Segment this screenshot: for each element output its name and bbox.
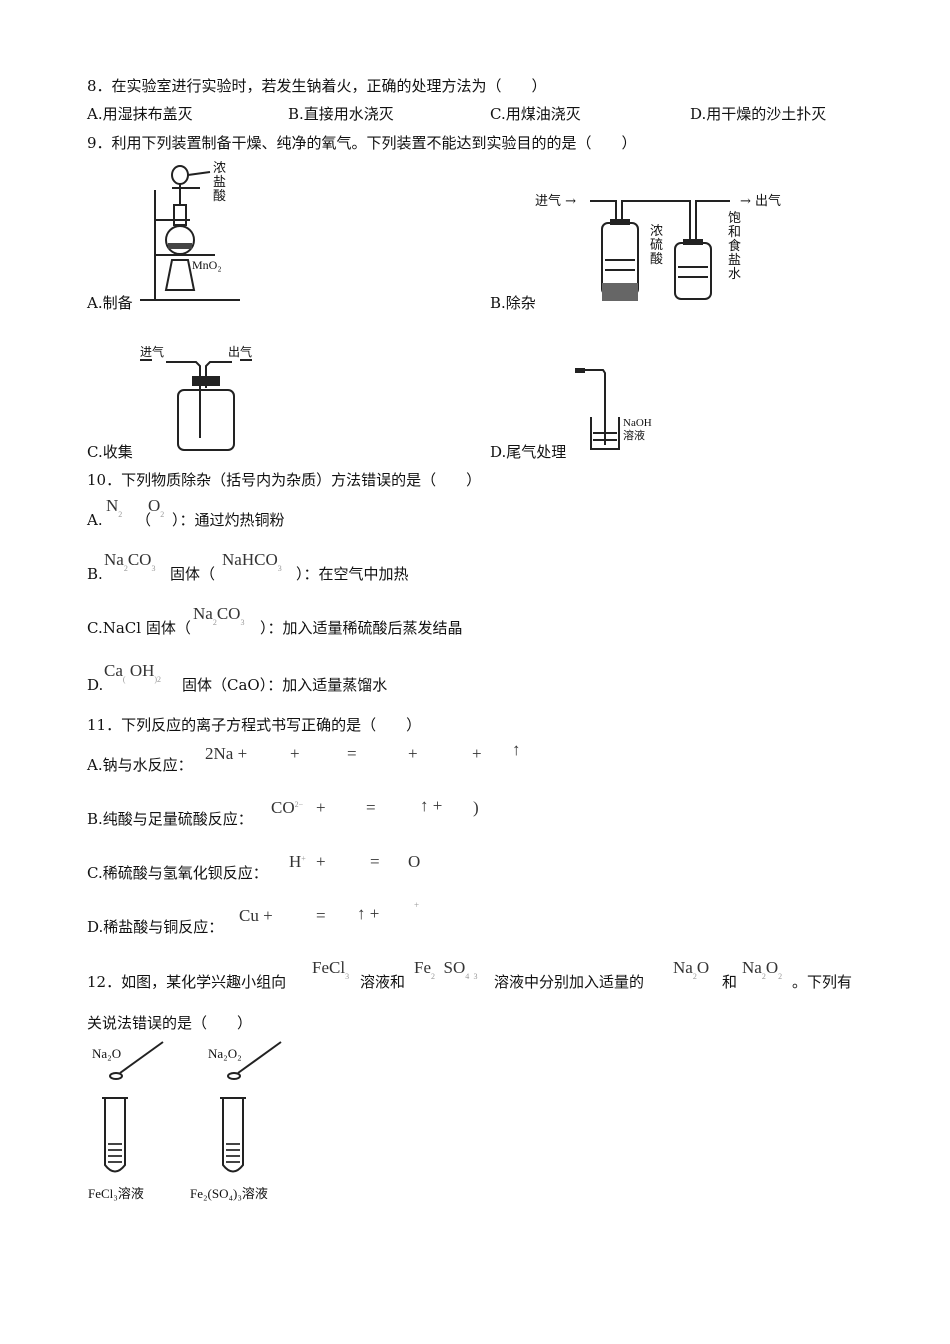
q11-option-a-eq-1: 2Na + — [205, 744, 248, 763]
q11-option-b-eq-3: = — [366, 798, 376, 817]
q9-figure-a-label-mno2: MnO₂ — [192, 258, 222, 272]
q11-option-a-eq-arrow: ↑ — [512, 740, 521, 759]
q10-option-a-prefix: A. — [87, 511, 103, 529]
q9-figure-c-label-in: 进气 — [140, 345, 165, 359]
q9-figure-d-apparatus — [575, 367, 635, 457]
q10-option-b-formula-na2co3: Na2CO3 — [104, 550, 156, 573]
q10-option-a-method: ）：通过灼热铜粉 — [172, 511, 285, 529]
q11-option-d-eq-4: + — [414, 900, 420, 910]
q10-option-a-paren: （ — [136, 511, 152, 529]
q12-stem-part-4: 和 — [722, 973, 738, 991]
q11-option-b-eq-1: CO2− — [271, 798, 304, 817]
q12-formula-fecl3: FeCl3 — [312, 958, 350, 981]
q9-stem: 9．利用下列装置制备干燥、纯净的氧气。下列装置不能达到实验目的的是（ ） — [87, 134, 637, 152]
q9-option-a: A.制备 — [87, 294, 133, 312]
q12-stem-part-1: 12．如图，某化学兴趣小组向 — [87, 973, 287, 991]
q11-option-d-eq-3: ↑ + — [357, 904, 380, 923]
q12-stem-part-2: 溶液和 — [360, 973, 406, 991]
q9-figure-c-label-out: 出气 — [228, 345, 253, 359]
q8-option-d: D.用干燥的沙土扑灭 — [690, 105, 827, 123]
q12-figure-left-solution: FeCl₃溶液 — [88, 1186, 144, 1201]
q9-figure-a-apparatus — [130, 160, 250, 305]
q9-figure-b-label-h2so4: 浓硫酸 — [650, 224, 664, 267]
q11-option-d-label: D.稀盐酸与铜反应： — [87, 918, 224, 936]
q10-option-d-prefix: D. — [87, 676, 104, 694]
q11-option-b-eq-4: ↑ + — [420, 796, 443, 815]
q11-option-b-eq-5: ) — [473, 798, 479, 817]
q12-stem-part-3: 溶液中分别加入适量的 — [494, 973, 645, 991]
q10-option-b-prefix: B. — [87, 565, 103, 583]
q8-option-c: C.用煤油浇灭 — [490, 105, 581, 123]
q9-figure-c-apparatus — [140, 358, 260, 458]
q12-stem-line-2: 关说法错误的是（ ） — [87, 1014, 253, 1032]
q10-option-b-method: ）：在空气中加热 — [296, 565, 409, 583]
q10-option-b-mid: 固体（ — [170, 565, 216, 583]
q9-figure-a-label-hcl: 浓盐酸 — [213, 161, 227, 204]
q10-option-c-prefix: C.NaCl 固体（ — [87, 619, 191, 637]
q9-figure-b-label-in: 进气 → — [535, 194, 577, 209]
q9-figure-b-apparatus — [590, 195, 740, 305]
q9-option-b: B.除杂 — [490, 294, 536, 312]
q11-option-a-eq-2: + — [290, 744, 300, 763]
q11-option-a-eq-4: + — [408, 744, 418, 763]
q11-option-c-eq-1: H+ — [289, 852, 306, 871]
q9-figure-b-label-brine: 饱和食盐水 — [728, 211, 742, 282]
q11-option-d-eq-2: = — [316, 906, 326, 925]
q11-option-a-eq-5: + — [472, 744, 482, 763]
q11-option-d-eq-1: Cu + — [239, 906, 273, 925]
q10-option-a-formula-o2: O2 — [148, 496, 165, 519]
q12-figure-test-tubes — [95, 1040, 305, 1180]
q8-option-b: B.直接用水浇灭 — [288, 105, 394, 123]
q10-stem: 10．下列物质除杂（括号内为杂质）方法错误的是（ ） — [87, 471, 482, 489]
q9-figure-b-label-out: → 出气 — [740, 194, 782, 209]
q12-figure-left-reagent: Na₂O — [92, 1046, 122, 1061]
q11-option-b-label: B.纯酸与足量硫酸反应： — [87, 810, 253, 828]
q8-stem: 8．在实验室进行实验时，若发生钠着火，正确的处理方法为（ ） — [87, 77, 547, 95]
q8-option-a: A.用湿抹布盖灭 — [87, 105, 193, 123]
q11-option-c-eq-4: O — [408, 852, 421, 871]
q12-stem-part-5: 。下列有 — [792, 973, 853, 991]
q11-option-c-label: C.稀硫酸与氢氧化钡反应： — [87, 864, 268, 882]
q10-option-d-method: 固体（CaO）：加入适量蒸馏水 — [182, 676, 388, 694]
q12-figure-right-solution: Fe₂(SO₄)₃溶液 — [190, 1186, 268, 1201]
q10-option-b-formula-nahco3: NaHCO3 — [222, 550, 282, 573]
q10-option-a-formula-n2: N2 — [106, 496, 123, 519]
q11-option-b-eq-2: + — [316, 798, 326, 817]
q11-option-c-eq-3: = — [370, 852, 380, 871]
q10-option-c-formula-na2co3: Na2CO3 — [193, 604, 245, 627]
q9-option-d: D.尾气处理 — [490, 443, 567, 461]
q11-option-a-label: A.钠与水反应： — [87, 756, 193, 774]
q9-option-c: C.收集 — [87, 443, 133, 461]
q12-figure-right-reagent: Na₂O₂ — [208, 1046, 242, 1061]
q11-option-c-eq-2: + — [316, 852, 326, 871]
q10-option-d-formula-caoh2: Ca( OH)2 — [104, 661, 162, 684]
q10-option-c-method: ）：加入适量稀硫酸后蒸发结晶 — [260, 619, 463, 637]
q11-stem: 11．下列反应的离子方程式书写正确的是（ ） — [87, 716, 422, 734]
q11-option-a-eq-3: = — [347, 744, 357, 763]
q12-formula-fe2so43: Fe2 SO4 3 — [414, 958, 478, 981]
q12-formula-na2o2: Na2O2 — [742, 958, 783, 981]
q12-formula-na2o: Na2O — [673, 958, 710, 981]
